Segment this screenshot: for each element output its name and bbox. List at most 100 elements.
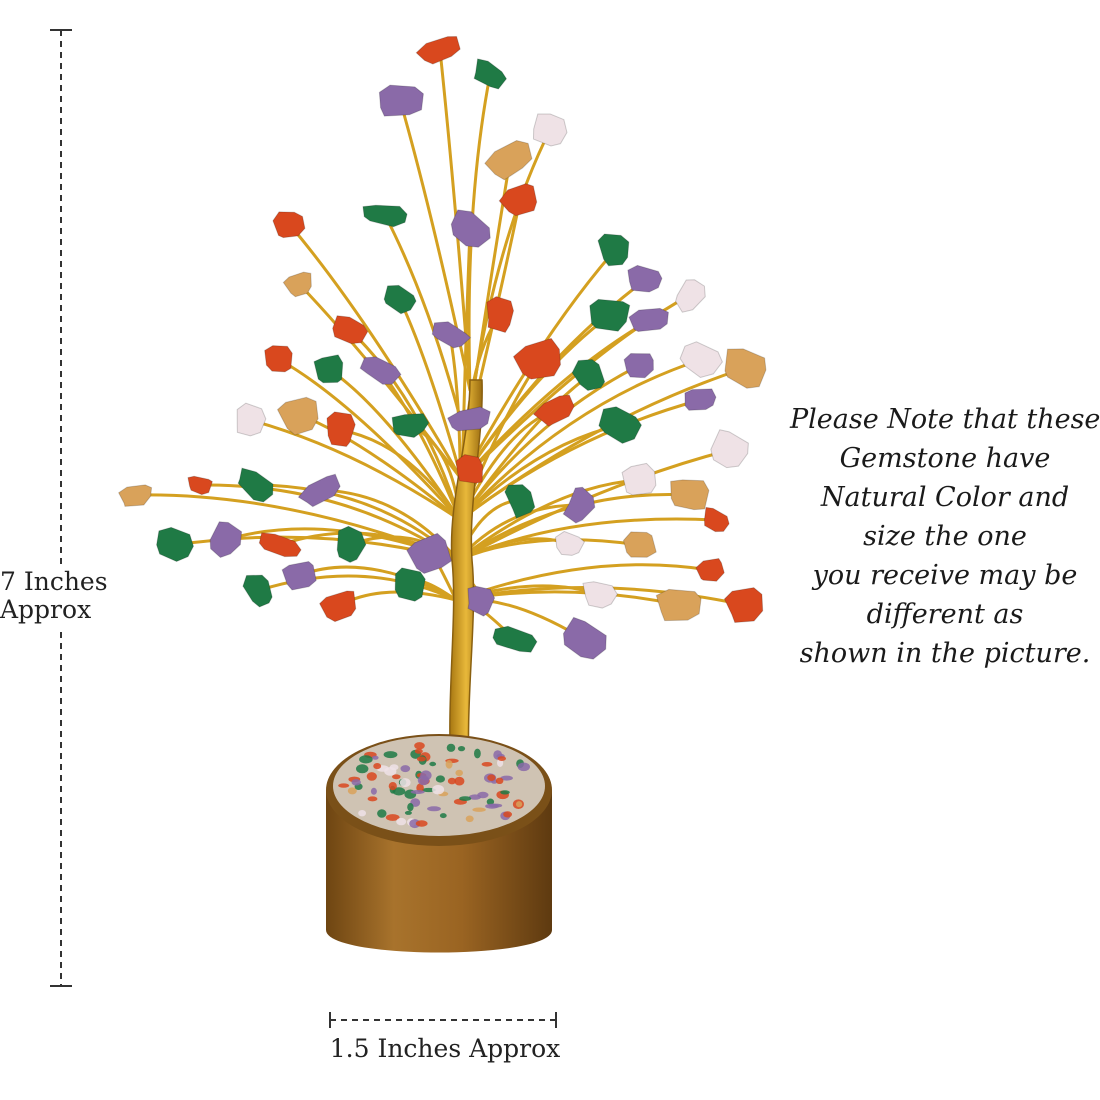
gemstone-chip — [326, 411, 356, 448]
gemstone-chip — [655, 588, 702, 622]
pebble — [347, 787, 357, 795]
gemstone-chip — [598, 406, 643, 444]
wire-branch — [456, 448, 732, 562]
pebble — [500, 775, 513, 781]
height-label-line1: 7 Inches — [0, 567, 108, 596]
pebble — [372, 755, 379, 760]
gemstone-chip — [684, 388, 717, 411]
gemstone-chip — [589, 298, 631, 332]
pebble — [468, 794, 482, 800]
gemstone-chip — [117, 484, 153, 507]
width-dimension-line — [329, 1012, 557, 1028]
pebble — [481, 762, 493, 767]
pebble — [435, 775, 445, 783]
pebble — [385, 814, 400, 821]
pebble — [447, 777, 457, 785]
pebble — [485, 803, 499, 809]
pebble — [407, 803, 414, 812]
pebble — [432, 784, 445, 795]
note-line: size the one — [863, 521, 1027, 552]
gemstone-chip — [378, 84, 424, 117]
wire-branch — [298, 565, 458, 602]
pebble — [439, 813, 447, 819]
tree-trunk — [449, 379, 483, 791]
gemstone-chip — [319, 590, 357, 623]
gemstone-chip — [455, 454, 484, 484]
gemstone-chip — [394, 567, 426, 602]
gemstone-chip — [679, 341, 723, 379]
wire-branch — [288, 223, 464, 482]
wire-branch — [458, 423, 622, 522]
wire-branch — [348, 328, 462, 522]
gemstone-chip — [383, 284, 417, 315]
pebble — [392, 774, 401, 780]
wire-branch — [458, 363, 642, 522]
gemstone-chip — [336, 525, 367, 563]
pebble — [446, 743, 456, 752]
gemstone-chip — [431, 321, 472, 349]
pebble — [465, 815, 474, 823]
pebble — [459, 796, 472, 801]
pebble — [455, 769, 464, 777]
wire-branch — [460, 318, 652, 482]
pebble — [356, 764, 369, 774]
wire-branch — [460, 313, 612, 482]
note-line: you receive may be — [812, 560, 1078, 591]
pebble — [388, 782, 397, 791]
gemstone-chip — [415, 36, 461, 65]
pebble — [410, 790, 425, 794]
gemstone-chip — [359, 356, 402, 385]
wire-branch — [398, 298, 464, 482]
gemstone-chip — [562, 616, 607, 660]
height-dimension-line — [50, 29, 72, 987]
width-dimension-label: 1.5 Inches Approx — [329, 1034, 561, 1063]
gemstone-chip — [297, 473, 341, 508]
pebble — [487, 774, 496, 781]
pebble — [400, 765, 411, 773]
pebble — [427, 806, 441, 812]
pebble — [472, 807, 486, 812]
wire-branch — [248, 418, 462, 522]
pebble — [417, 775, 430, 786]
note-line: different as — [866, 599, 1024, 630]
wire-branch — [456, 478, 642, 562]
pebble — [495, 777, 504, 784]
wire-branch — [460, 228, 472, 482]
wire-branch — [458, 398, 702, 522]
wire-branch — [338, 428, 462, 522]
gemstone-chip — [532, 394, 575, 427]
note-line: Gemstone have — [839, 443, 1051, 474]
gemstone-chip — [264, 345, 293, 373]
gemstone-chip — [622, 531, 657, 558]
gemstone-chip — [504, 484, 536, 519]
pebble — [429, 761, 437, 767]
pebble — [503, 811, 512, 818]
pebble — [486, 798, 495, 806]
pebble — [383, 751, 398, 759]
wire-branch — [278, 358, 462, 522]
pebble — [359, 755, 373, 764]
note-line: Please Note that these — [790, 404, 1100, 435]
gemstone-chip — [484, 139, 533, 181]
gemstone-chip — [562, 486, 596, 524]
gemstone-chip — [187, 475, 213, 496]
gemstone-chip — [281, 561, 317, 591]
gemstone-chip — [695, 557, 725, 582]
gemstone-chip — [209, 521, 243, 559]
gemstone-chip — [571, 358, 606, 392]
gemstone-chip — [621, 462, 657, 496]
pebble — [516, 801, 523, 808]
gemstone-chip — [446, 406, 491, 432]
gemstone-chip — [237, 467, 274, 503]
gemstone-chip — [258, 532, 302, 558]
gemstone-chip — [276, 396, 319, 436]
pebble — [370, 787, 377, 795]
wire-branch — [456, 538, 642, 562]
gemstone-chip — [467, 585, 496, 617]
wire-branch — [458, 358, 702, 522]
pebble — [351, 779, 361, 786]
pebble — [415, 820, 428, 827]
base-pebbles — [338, 742, 530, 829]
gemstone-chip — [627, 264, 663, 293]
